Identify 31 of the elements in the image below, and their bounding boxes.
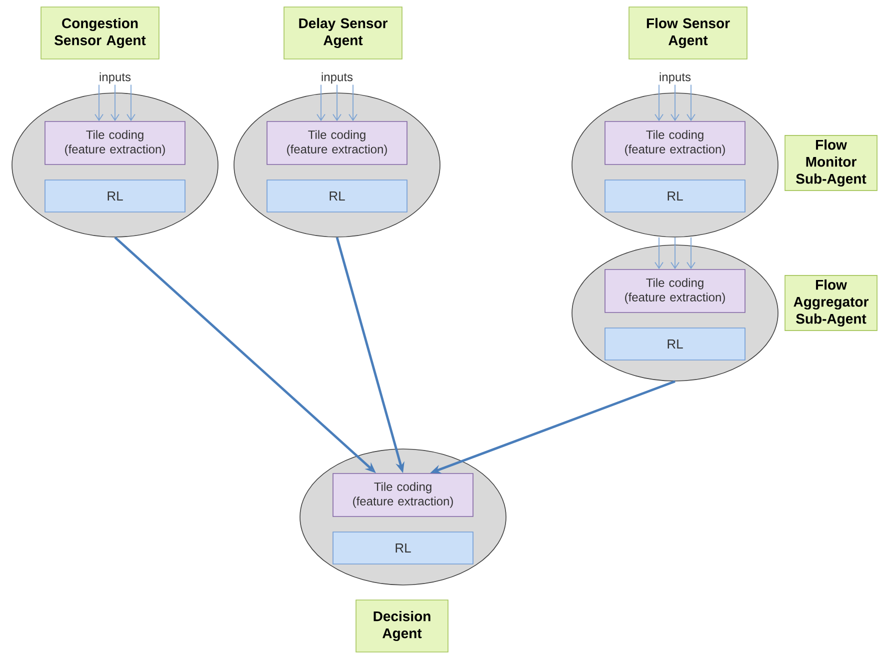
rl-box: RL [266, 180, 408, 212]
agent-label-box: Flow Aggregator Sub-Agent [784, 275, 878, 331]
rl-box: RL [44, 180, 186, 212]
arrow [126, 84, 136, 122]
inputs-label: inputs [322, 72, 353, 84]
arrow [686, 84, 696, 122]
rl-box: RL [332, 532, 474, 564]
tile-coding-box: Tile coding (feature extraction) [44, 121, 186, 165]
tile-coding-box: Tile coding (feature extraction) [332, 473, 474, 517]
tile-coding-box: Tile coding (feature extraction) [604, 269, 746, 313]
arrow [94, 84, 104, 122]
agent-label-box: Delay Sensor Agent [284, 6, 402, 60]
arrow [332, 84, 342, 122]
arrow [654, 84, 664, 122]
agent-label-box: Flow Monitor Sub-Agent [784, 135, 878, 191]
tile-coding-box: Tile coding (feature extraction) [604, 121, 746, 165]
arrow [316, 84, 326, 122]
inputs-label: inputs [100, 72, 131, 84]
inputs-label: inputs [660, 72, 691, 84]
arrow [110, 84, 120, 122]
agent-label-box: Congestion Sensor Agent [40, 6, 160, 60]
arrow [654, 236, 664, 270]
arrow [670, 236, 680, 270]
agent-label-box: Decision Agent [356, 600, 448, 652]
arrow [348, 84, 358, 122]
rl-box: RL [604, 328, 746, 360]
rl-box: RL [604, 180, 746, 212]
arrow [686, 236, 696, 270]
tile-coding-box: Tile coding (feature extraction) [266, 121, 408, 165]
arrow [670, 84, 680, 122]
agent-label-box: Flow Sensor Agent [628, 6, 748, 60]
